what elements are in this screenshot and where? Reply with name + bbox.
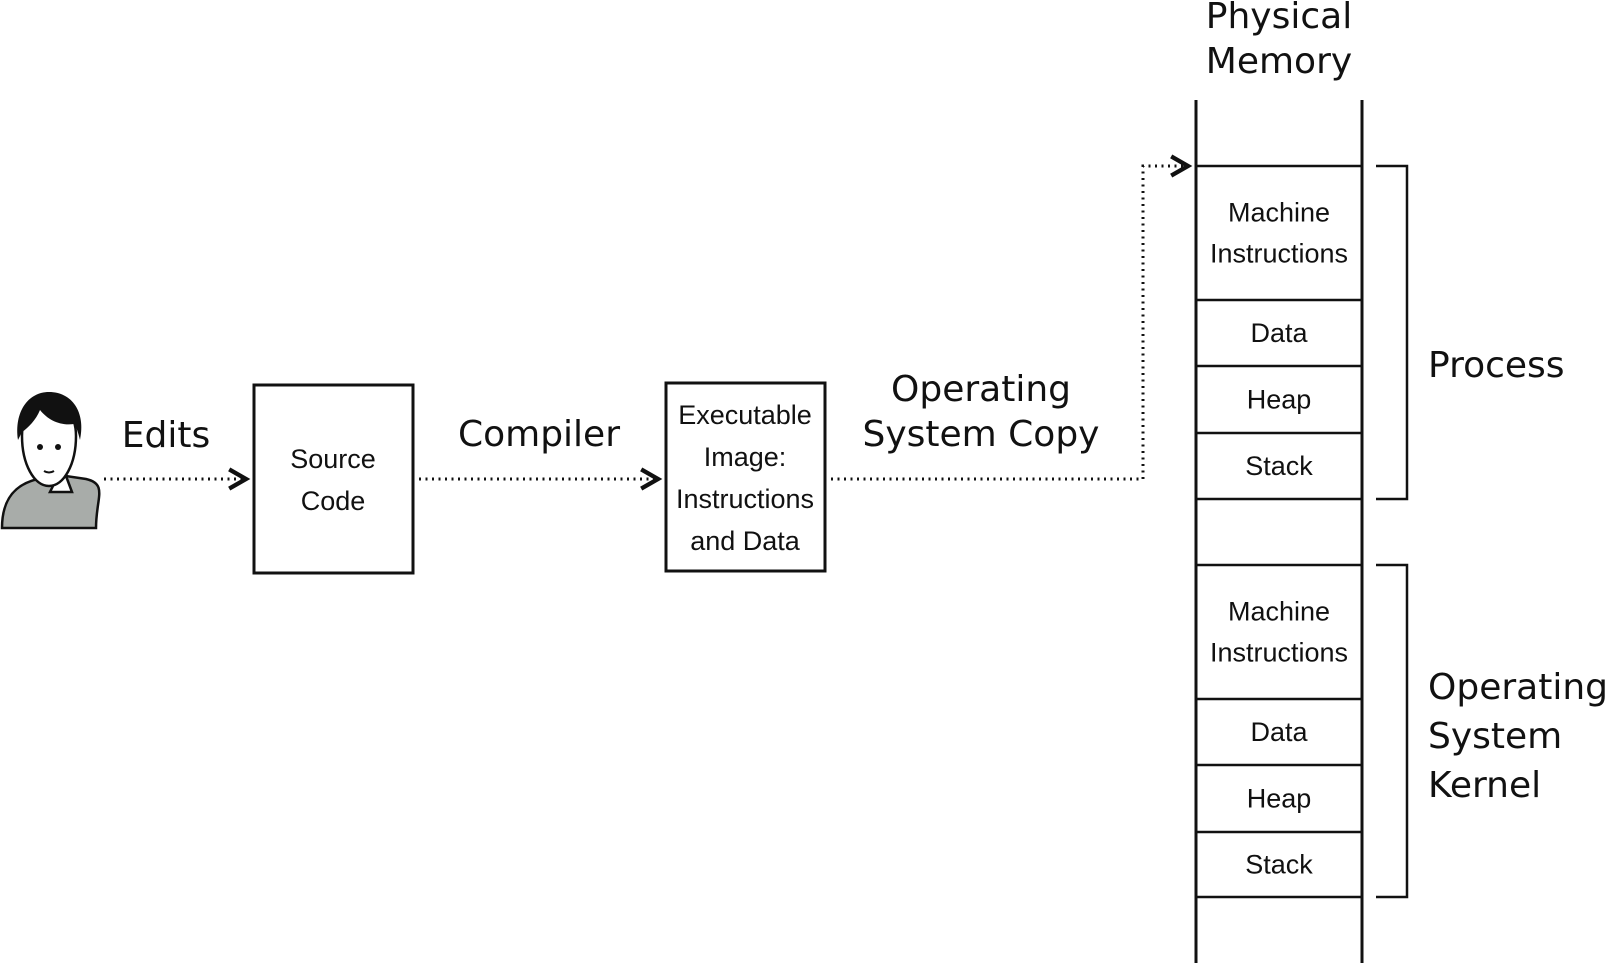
kernel-label-text-line-1: Operating [1428, 667, 1608, 708]
segment-label: Machine [1228, 198, 1330, 228]
segment-label: Heap [1247, 784, 1312, 814]
process-label: Process [1428, 345, 1565, 386]
kernel-label-text-line-3: Kernel [1428, 765, 1541, 806]
executable-image-text-line-2: Image: [704, 442, 787, 472]
executable-image-text-line-3: Instructions [676, 484, 814, 514]
process-bracket [1376, 164, 1409, 501]
physical-memory: MachineInstructionsDataHeapStackMachineI… [1194, 100, 1364, 963]
segment-label: Data [1250, 717, 1308, 747]
executable-image-text-line-4: and Data [690, 526, 801, 556]
physical-memory-title-text-line-1: Physical [1206, 0, 1352, 37]
kernel-segment-heap: Heap [1247, 784, 1312, 814]
os-copy-label-text-line-1: Operating [891, 369, 1071, 410]
segment-label: Data [1250, 318, 1308, 348]
segment-label: Instructions [1210, 239, 1348, 269]
physical-memory-title-text-line-2: Memory [1206, 41, 1352, 82]
programmer-shirt [0, 474, 101, 530]
programmer-right-eye [55, 444, 61, 450]
segment-label: Instructions [1210, 638, 1348, 668]
os-copy-label-text-line-2: System Copy [862, 414, 1099, 455]
kernel-bracket [1376, 563, 1409, 899]
programmer-left-eye [37, 444, 43, 450]
programmer-icon [0, 392, 101, 530]
process-segment-heap: Heap [1247, 385, 1312, 415]
segment-label: Machine [1228, 597, 1330, 627]
edits-label: Edits [122, 415, 210, 456]
segment-label: Stack [1245, 850, 1313, 880]
kernel-segment-stack: Stack [1245, 850, 1313, 880]
os-copy-arrow [831, 154, 1193, 481]
programmer-hair [17, 392, 82, 440]
programmer-mouth [43, 470, 55, 474]
kernel-segment-data: Data [1250, 717, 1308, 747]
segment-label: Stack [1245, 451, 1313, 481]
process-segment-stack: Stack [1245, 451, 1313, 481]
kernel-label-text-line-2: System [1428, 716, 1562, 757]
executable-image-text-line-1: Executable [678, 400, 812, 430]
segment-label: Heap [1247, 385, 1312, 415]
source-code-text-line-2: Code [301, 486, 366, 516]
source-code-text-line-1: Source [290, 444, 376, 474]
process-label-text-line-1: Process [1428, 345, 1565, 386]
process-segment-data: Data [1250, 318, 1308, 348]
compiler-label: Compiler [458, 414, 620, 455]
